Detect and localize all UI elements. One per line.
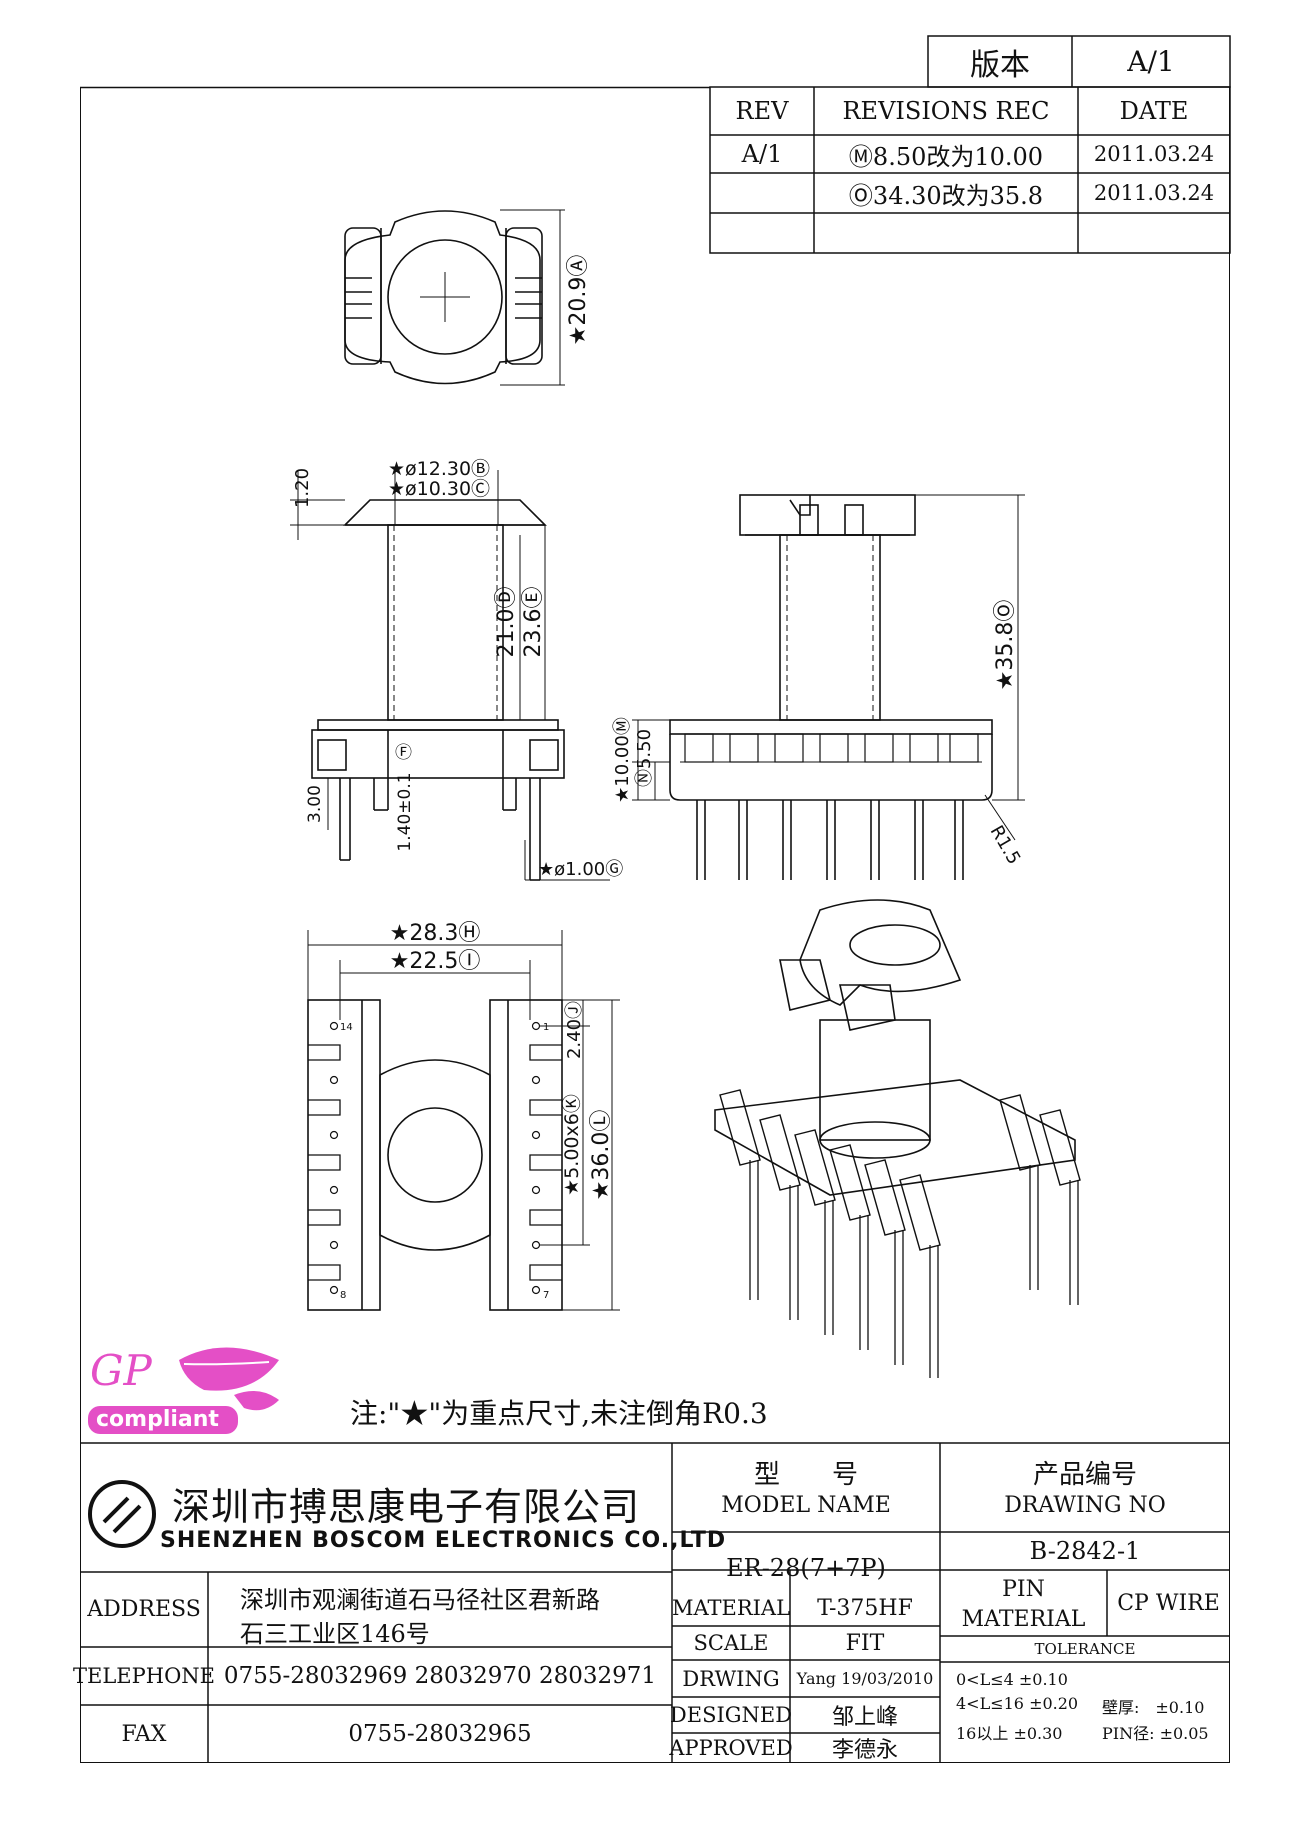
logo-compliant-text: compliant (96, 1407, 219, 1432)
address-line-1: 深圳市观澜街道石马径社区君新路 (240, 1586, 600, 1614)
dim-pin-offset: 3.00 (305, 785, 325, 823)
model-value: ER-28(7+7P) (726, 1554, 886, 1582)
tolerance-row-2: 4<L≤16 ±0.20 (956, 1694, 1079, 1713)
dim-pin-width: 1.40±0.1 (395, 772, 415, 851)
dim-width-283: ★28.3Ⓗ (390, 921, 481, 946)
pin-label-14: 14 (340, 1022, 353, 1033)
dim-body-236: 23.6Ⓔ (521, 587, 546, 658)
dim-radius: R1.5 (986, 822, 1025, 868)
pin-material-value: CP WIRE (1117, 1590, 1220, 1616)
dim-dia-outer: ★ø12.30Ⓑ (388, 458, 490, 480)
dim-width-225: ★22.5Ⓘ (390, 949, 481, 974)
note-text: 注:"★"为重点尺寸,未注倒角R0.3 (350, 1397, 768, 1430)
approved-label: APPROVED (669, 1736, 793, 1760)
rev-row-2-date: 2011.03.24 (1093, 181, 1215, 205)
company-name-cn: 深圳市搏思康电子有限公司 (172, 1485, 641, 1529)
dim-pitch: ★5.00x6Ⓚ (561, 1094, 583, 1196)
technical-drawing: ★20.9Ⓐ ★ø12.30Ⓑ ★ø10.30Ⓒ 1.20 21.0Ⓓ 23.6… (290, 209, 1081, 1378)
dim-length-360: ★36.0Ⓛ (589, 1110, 614, 1201)
rev-header: REV (735, 97, 789, 125)
isometric-view (714, 899, 1081, 1378)
drawing-no-label-cn: 产品编号 (1032, 1459, 1137, 1490)
pin-label-7: 7 (543, 1290, 549, 1301)
revisions-rec-header: REVISIONS REC (842, 97, 1050, 125)
date-header: DATE (1119, 97, 1189, 125)
dim-height-358: ★35.8Ⓞ (993, 600, 1018, 691)
dim-f-marker: Ⓕ (395, 743, 412, 763)
pin-material-label-2: MATERIAL (961, 1606, 1086, 1632)
leaf-icon (88, 1347, 279, 1434)
pin-material-label-1: PIN (1002, 1576, 1045, 1602)
dim-240: 2.40Ⓙ (564, 1001, 585, 1059)
pin-dia-tolerance: PIN径: ±0.05 (1102, 1724, 1209, 1743)
pin-label-1: 1 (543, 1022, 549, 1033)
approved-value: 李德永 (831, 1738, 898, 1763)
gp-compliant-logo: GP compliant (84, 1340, 284, 1440)
pin-label-8: 8 (340, 1290, 346, 1301)
model-label-en: MODEL NAME (721, 1492, 891, 1518)
logo-gp-text: GP (90, 1346, 152, 1395)
dim-pin-dia: ★ø1.00Ⓖ (538, 859, 623, 880)
drawing-row-value: Yang 19/03/2010 (796, 1669, 934, 1688)
tolerance-row-3: 16以上 ±0.30 (956, 1724, 1063, 1743)
front-view (290, 470, 610, 881)
scale-label: SCALE (693, 1631, 769, 1655)
designed-value: 邹上峰 (831, 1705, 898, 1730)
rev-row-2-rec: Ⓞ34.30改为35.8 (848, 181, 1044, 210)
bottom-view (307, 930, 620, 1311)
fax-label: FAX (121, 1721, 167, 1747)
rev-row-1-rec: Ⓜ8.50改为10.00 (848, 142, 1044, 171)
dim-flange-thickness: 1.20 (292, 468, 313, 508)
drawing-no-value: B-2842-1 (1029, 1537, 1141, 1565)
side-view (632, 494, 1025, 880)
address-label: ADDRESS (87, 1597, 201, 1622)
telephone-value: 0755-28032969 28032970 28032971 (223, 1663, 657, 1689)
drawing-border-top (80, 86, 710, 89)
wall-tolerance: 壁厚: ±0.10 (1102, 1698, 1205, 1717)
drawing-border (80, 87, 1230, 1763)
address-line-2: 石三工业区146号 (240, 1620, 430, 1648)
drawing-no-label-en: DRAWING NO (1004, 1492, 1166, 1518)
tolerance-label: TOLERANCE (1034, 1640, 1136, 1658)
model-label-cn: 型 号 (753, 1459, 858, 1490)
scale-value: FIT (845, 1630, 885, 1656)
tolerance-row-1: 0<L≤4 ±0.10 (956, 1670, 1068, 1689)
designed-label: DESIGNED (669, 1703, 793, 1727)
version-value: A/1 (1127, 45, 1175, 78)
dim-dia-inner: ★ø10.30Ⓒ (388, 478, 490, 500)
revision-table-lines (709, 35, 1231, 254)
dim-body-21: 21.0Ⓓ (494, 587, 519, 658)
company-logo-icon (88, 1480, 156, 1548)
top-view (344, 209, 565, 386)
version-label: 版本 (970, 47, 1030, 83)
telephone-label: TELEPHONE (73, 1664, 215, 1688)
dim-top-height: ★20.9Ⓐ (566, 255, 591, 346)
dim-550: Ⓝ5.50 (634, 729, 655, 787)
drawing-row-label: DRWING (682, 1666, 780, 1691)
material-value: T-375HF (817, 1595, 913, 1621)
material-label: MATERIAL (671, 1596, 791, 1620)
dim-1000: ★10.00Ⓜ (612, 717, 633, 803)
fax-value: 0755-28032965 (348, 1721, 532, 1747)
rev-row-1-rev: A/1 (741, 140, 783, 168)
company-name-en: SHENZHEN BOSCOM ELECTRONICS CO.,LTD (160, 1528, 727, 1553)
rev-row-1-date: 2011.03.24 (1093, 142, 1215, 166)
